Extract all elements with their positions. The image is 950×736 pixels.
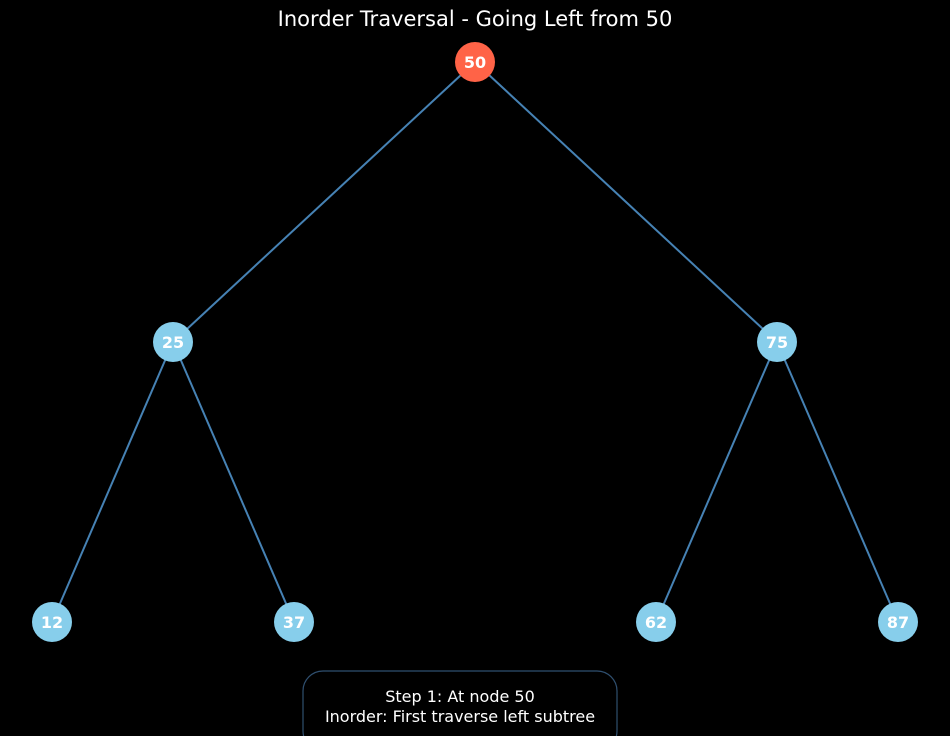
tree-node-n62: 62 <box>636 602 676 642</box>
tree-node-n12: 12 <box>32 602 72 642</box>
tree-node-n75: 75 <box>757 322 797 362</box>
caption-step-text: Step 1: At node 50 <box>385 687 535 706</box>
node-circle <box>636 602 676 642</box>
tree-node-n37: 37 <box>274 602 314 642</box>
edge-n75-n87 <box>776 341 899 623</box>
node-label: 37 <box>283 613 305 632</box>
node-circle <box>274 602 314 642</box>
diagram-title: Inorder Traversal - Going Left from 50 <box>278 7 673 31</box>
node-label: 75 <box>766 333 788 352</box>
node-label: 62 <box>645 613 667 632</box>
node-label: 50 <box>464 53 486 72</box>
current-node-circle <box>455 42 495 82</box>
node-circle <box>757 322 797 362</box>
node-label: 87 <box>887 613 909 632</box>
node-label: 12 <box>41 613 63 632</box>
caption-box <box>302 670 618 736</box>
edge-n25-n12 <box>51 341 174 623</box>
tree-node-n87: 87 <box>878 602 918 642</box>
edge-n50-n75 <box>474 61 778 343</box>
tree-edges <box>51 61 899 623</box>
node-circle <box>32 602 72 642</box>
step-caption: Step 1: At node 50 Inorder: First traver… <box>302 670 618 736</box>
node-label: 25 <box>162 333 184 352</box>
edge-n25-n37 <box>172 341 295 623</box>
tree-node-n50: 50 <box>455 42 495 82</box>
tree-node-n25: 25 <box>153 322 193 362</box>
tree-nodes: 50 25 75 12 37 62 87 <box>32 42 918 642</box>
edge-n50-n25 <box>172 61 476 343</box>
caption-inorder-text: Inorder: First traverse left subtree <box>325 707 595 726</box>
node-circle <box>153 322 193 362</box>
edge-n75-n62 <box>655 341 778 623</box>
node-circle <box>878 602 918 642</box>
